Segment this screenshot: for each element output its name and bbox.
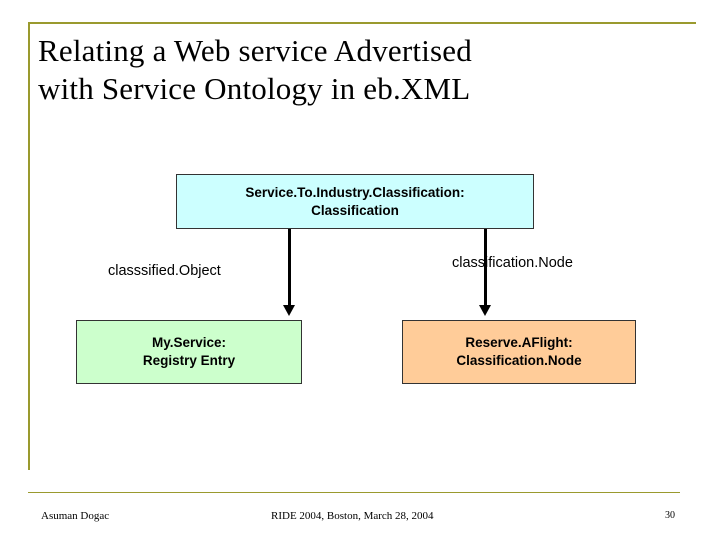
my-service-registry-entry-line2: Registry Entry (142, 353, 236, 368)
classification-node-edge-label: classification.Node (452, 255, 573, 271)
service-to-industry-classification-box: Service.To.Industry.Classification: Clas… (176, 174, 534, 229)
my-service-registry-entry-box: My.Service: Registry Entry (76, 320, 302, 384)
classification-node-arrow-line (484, 229, 487, 307)
footer-author: Asuman Dogac (41, 510, 110, 522)
reserve-aflight-line2: Classification.Node (456, 353, 582, 368)
page-title-line2: with Service Ontology in eb.XML (38, 71, 471, 106)
classified-object-arrow-line (288, 229, 291, 307)
footer-page-number: 30 (665, 510, 675, 521)
service-to-industry-classification-line1: Service.To.Industry.Classification: (245, 184, 465, 200)
footer-venue: RIDE 2004, Boston, March 28, 2004 (271, 510, 434, 522)
classification-node-arrow-head (479, 305, 491, 316)
classified-object-arrow-head (283, 305, 295, 316)
classified-object-edge-label: classsified.Object (108, 263, 221, 279)
frame-bottom-rule (28, 492, 680, 493)
my-service-registry-entry-line1: My.Service: (151, 335, 227, 350)
reserve-aflight-classification-node-box: Reserve.AFlight: Classification.Node (402, 320, 636, 384)
service-to-industry-classification-line2: Classification (311, 202, 399, 218)
reserve-aflight-line1: Reserve.AFlight: (465, 335, 573, 350)
frame-left-rule (28, 22, 30, 470)
page-title-line1: Relating a Web service Advertised (38, 33, 472, 68)
frame-top-rule (28, 22, 696, 24)
page-title: Relating a Web service Advertised with S… (38, 32, 688, 108)
